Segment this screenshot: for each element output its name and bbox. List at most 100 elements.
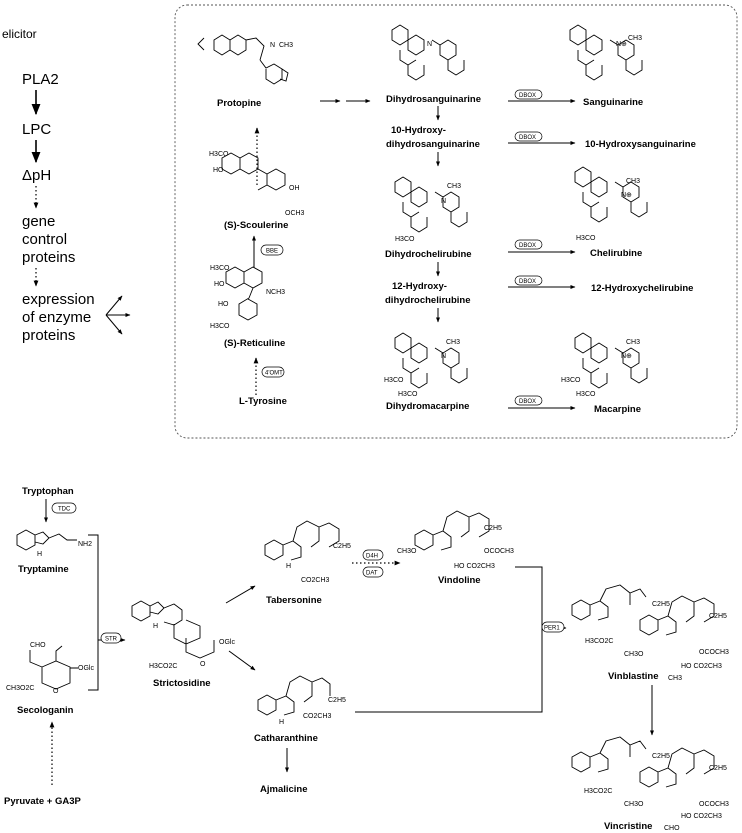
dbox-badge-2 xyxy=(514,131,543,142)
strictosidine-o-label: O xyxy=(200,661,206,668)
dihydromacarpine-structure: CH3 N H3CO H3CO xyxy=(384,332,468,398)
vindoline-merge-line xyxy=(515,566,543,628)
reticuline-methoxy-label: H3CO xyxy=(210,265,230,272)
vinblastine-label: Vinblastine xyxy=(608,671,659,682)
vinblastine-ester-label-2: HO CO2CH3 xyxy=(681,663,722,670)
vincristine-ethyl-label-2: C2H5 xyxy=(709,765,727,772)
vincristine-ester-label-1: H3CO2C xyxy=(584,788,612,795)
vindoline-ethyl-label: C2H5 xyxy=(484,525,502,532)
catharanthine-nh-label: H xyxy=(279,719,284,726)
macarpine-och3-label-1: H3CO xyxy=(561,377,581,384)
secologanin-oglc-label: OGlc xyxy=(78,665,94,672)
alkaloid-panel-border xyxy=(174,4,738,439)
dihydrosanguinarine-n-label: N xyxy=(427,41,432,48)
dihydrosanguinarine-structure: N xyxy=(391,24,465,81)
per1-enzyme-badge xyxy=(541,621,565,633)
hydroxy-dihydrosanguinarine-label-2: dihydrosanguinarine xyxy=(386,139,480,150)
dihydromacarpine-och3-label-1: H3CO xyxy=(384,377,404,384)
tdc-enzyme-label: TDC xyxy=(58,507,71,513)
hydroxychelirubine-label: 12-Hydroxychelirubine xyxy=(591,283,693,294)
expression-arrow-up xyxy=(105,295,123,316)
hydroxy-dihydrochelirubine-label-2: dihydrochelirubine xyxy=(385,295,471,306)
catharanthine-merge-line xyxy=(355,628,543,713)
str-enzyme-badge xyxy=(100,632,122,644)
dbox-label-4: DBOX xyxy=(519,279,536,285)
dihydrochelirubine-n-label: N xyxy=(441,198,446,205)
signaling-cascade: elicitor PLA2 LPC ΔpH gene control prote… xyxy=(2,27,131,344)
dihydromacarpine-n-label: N xyxy=(441,353,446,360)
dihydrochelirubine-methyl-label: CH3 xyxy=(447,183,461,190)
vincristine-structure: C2H5 H3CO2C C2H5 CH3O OCOCH3 HO CO2CH3 C… xyxy=(571,736,729,832)
reticuline-nch3-label: NCH3 xyxy=(266,289,285,296)
scoulerine-hydroxy-label: HO xyxy=(213,167,224,174)
dbox-badge-3 xyxy=(514,239,543,250)
sanguinarine-methyl-label: CH3 xyxy=(628,35,642,42)
tryptamine-merge-line xyxy=(88,534,99,640)
vinblastine-ethyl-label-1: C2H5 xyxy=(652,601,670,608)
precursors-label: Pyruvate + GA3P xyxy=(4,796,81,807)
dihydromacarpine-label: Dihydromacarpine xyxy=(386,401,469,412)
tabersonine-ester-label: CO2CH3 xyxy=(301,577,330,584)
expression-label-line1: expression xyxy=(22,291,95,308)
vinblastine-ester-label-1: H3CO2C xyxy=(585,638,613,645)
lpc-label: LPC xyxy=(22,121,51,138)
omt-enzyme-badge xyxy=(261,366,285,378)
macarpine-och3-label-2: H3CO xyxy=(576,391,596,398)
strictosidine-to-catharanthine-arrow xyxy=(228,650,256,671)
scoulerine-structure: H3CO HO OH OCH3 xyxy=(209,151,305,217)
tabersonine-label: Tabersonine xyxy=(266,595,322,606)
vinblastine-structure: C2H5 H3CO2C C2H5 CH3O OCOCH3 HO CO2CH3 C… xyxy=(571,584,729,682)
dbox-label-5: DBOX xyxy=(519,399,536,405)
elicitor-label: elicitor xyxy=(2,27,37,41)
dihydrochelirubine-structure: CH3 N H3CO xyxy=(394,176,468,243)
scoulerine-label: (S)-Scoulerine xyxy=(224,220,288,231)
d4h-enzyme-badge xyxy=(362,549,384,561)
vincristine-ococh3-label: OCOCH3 xyxy=(699,801,729,808)
pla2-label: PLA2 xyxy=(22,71,59,88)
secologanin-merge-line xyxy=(88,640,99,691)
tryptamine-nh-label: H xyxy=(37,551,42,558)
vinblastine-ococh3-label: OCOCH3 xyxy=(699,649,729,656)
macarpine-label: Macarpine xyxy=(594,404,641,415)
catharanthine-ethyl-label: C2H5 xyxy=(328,697,346,704)
tabersonine-ethyl-label: C2H5 xyxy=(333,543,351,550)
protopine-label: Protopine xyxy=(217,98,261,109)
dbox-badge-4 xyxy=(514,275,543,286)
vinblastine-ethyl-label-2: C2H5 xyxy=(709,613,727,620)
protopine-methyl-label: CH3 xyxy=(279,42,293,49)
strictosidine-structure: H OGlc H3CO2C O xyxy=(131,600,235,670)
expression-label-line3: proteins xyxy=(22,327,75,344)
strictosidine-oglc-label: OGlc xyxy=(219,639,235,646)
strictosidine-ester-label: H3CO2C xyxy=(149,663,177,670)
dbox-label-3: DBOX xyxy=(519,243,536,249)
macarpine-n-label: N⊕ xyxy=(621,353,632,360)
tabersonine-nh-label: H xyxy=(286,563,291,570)
d4h-enzyme-label: D4H xyxy=(366,554,378,560)
vindoline-methoxy-label: CH3O xyxy=(397,548,417,555)
hydroxy-dihydrochelirubine-label-1: 12-Hydroxy- xyxy=(392,281,447,292)
per1-enzyme-label: PER1 xyxy=(544,626,560,632)
secologanin-structure: CHO OGlc CH3O2C O xyxy=(6,642,94,695)
catharanthine-ester-label: CO2CH3 xyxy=(303,713,332,720)
gene-label-line1: gene xyxy=(22,213,55,230)
hydroxysanguinarine-label: 10-Hydroxysanguinarine xyxy=(585,139,696,150)
ph-label: ΔpH xyxy=(22,167,51,184)
reticuline-structure: H3CO HO NCH3 HO H3CO xyxy=(210,265,285,330)
chelirubine-n-label: N⊕ xyxy=(621,192,632,199)
strictosidine-label: Strictosidine xyxy=(153,678,211,689)
dbox-label-1: DBOX xyxy=(519,93,536,99)
str-enzyme-label: STR xyxy=(105,637,118,643)
protopine-nch3-label: N xyxy=(270,42,275,49)
tyrosine-label: L-Tyrosine xyxy=(239,396,287,407)
sanguinarine-n-label: N⊕ xyxy=(616,41,627,48)
tryptamine-structure: H NH2 xyxy=(16,529,92,558)
vincristine-ethyl-label-1: C2H5 xyxy=(652,753,670,760)
reticuline-oh-label: HO xyxy=(218,301,229,308)
tryptophan-label: Tryptophan xyxy=(22,486,74,497)
dihydrochelirubine-label: Dihydrochelirubine xyxy=(385,249,472,260)
vinblastine-methyl-label: CH3 xyxy=(668,675,682,682)
chelirubine-label: Chelirubine xyxy=(590,248,642,259)
vincristine-ester-label-2: HO CO2CH3 xyxy=(681,813,722,820)
catharanthine-structure: H C2H5 CO2CH3 xyxy=(257,675,346,726)
vincristine-cho-label: CHO xyxy=(664,825,680,832)
